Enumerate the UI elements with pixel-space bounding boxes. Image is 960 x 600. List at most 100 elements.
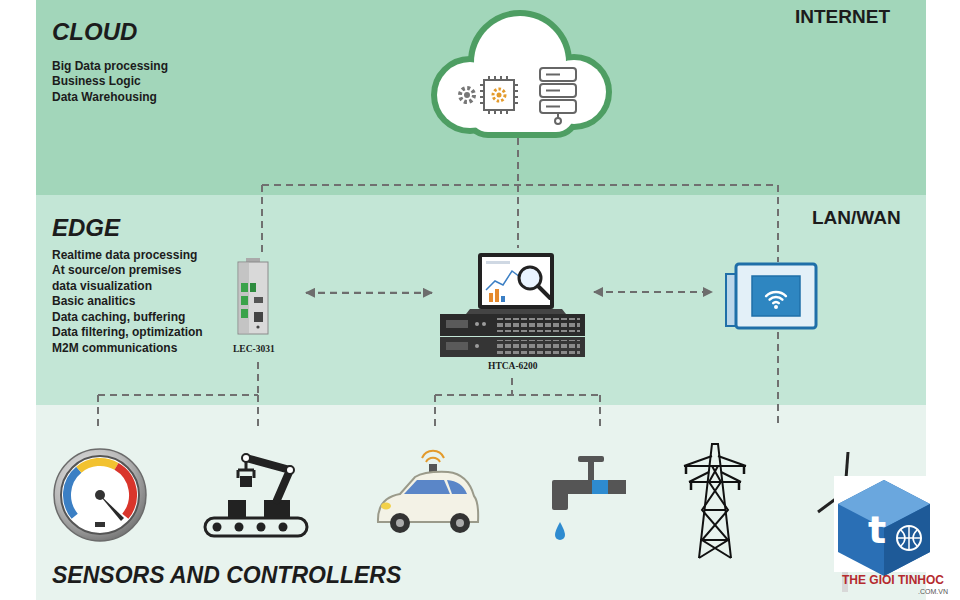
link-arrow: [594, 291, 712, 293]
robot-arm: [205, 454, 307, 536]
faucet-stem: [588, 460, 594, 480]
rack-unit: [440, 337, 585, 357]
car-wheel: [456, 519, 464, 527]
cloud-icon: [437, 16, 606, 132]
power-tower: [684, 444, 746, 558]
edge-band: EDGERealtime data processingAt source/on…: [36, 195, 926, 405]
faucet-handle: [578, 456, 604, 462]
gear-symbol: [497, 93, 502, 98]
laptop-base: [466, 309, 566, 314]
band-heading: EDGE: [52, 214, 252, 243]
wifi-symbol: [774, 305, 778, 309]
gear-symbol: [460, 88, 474, 102]
device-node: HTCA-6200: [438, 246, 585, 374]
wifi-panel: [726, 264, 816, 328]
car-wheel: [396, 519, 404, 527]
cloud-fill: [470, 92, 574, 132]
wind-turbine: [818, 452, 848, 592]
arm-base: [264, 500, 290, 517]
gateway-device: [238, 258, 268, 334]
device-node: LEC-3031: [226, 255, 300, 360]
logo-globe: [897, 526, 921, 550]
logo-cube-top: [838, 480, 930, 528]
port-row: [495, 318, 580, 332]
panel-back: [726, 274, 738, 326]
terminal-block: [250, 283, 256, 292]
feature-text: Data filtering, optimization: [52, 325, 232, 340]
gauge-scale: [117, 466, 134, 516]
car-sensor: [378, 451, 478, 533]
monitor-screen: [482, 257, 550, 305]
wifi-symbol: [766, 292, 786, 303]
device-label: HTCA-6200: [488, 361, 578, 372]
screen-chart: [489, 293, 493, 302]
turbine-blade: [845, 452, 848, 492]
band-heading: SENSORS AND CONTROLLERS: [52, 562, 472, 590]
server-device: [440, 253, 585, 357]
panel-screen: [752, 276, 800, 316]
arm-segment: [246, 458, 290, 500]
chip-symbol: [484, 80, 514, 110]
rack-led: [475, 344, 479, 348]
feature-text: Big Data processing: [52, 59, 252, 74]
gear-symbol: [493, 89, 505, 101]
tower-lattice: [699, 466, 731, 558]
cloud-fill: [474, 16, 566, 108]
feature-text: Data Warehousing: [52, 90, 252, 105]
din-rail-clip: [246, 258, 260, 263]
gauge-scale: [79, 462, 117, 470]
watermark-logo: [834, 476, 934, 576]
rack-detail: [446, 320, 468, 328]
car-window: [404, 480, 450, 494]
feature-text: data visualization: [52, 279, 232, 294]
terminal-block: [241, 283, 248, 292]
panel-front: [736, 264, 816, 328]
logo-globe: [897, 526, 921, 550]
server-detail: [546, 75, 560, 119]
server-symbol: [540, 84, 576, 97]
server-symbol: [540, 100, 576, 113]
sensor-wire: [435, 378, 600, 428]
server-symbol: [540, 68, 576, 81]
faucet-band: [592, 480, 608, 494]
arm-gripper: [238, 462, 254, 478]
gauge-hub: [95, 490, 105, 500]
tower-legs: [699, 444, 731, 558]
car-window: [447, 480, 467, 494]
cloud-outline: [474, 16, 566, 108]
device-led: [256, 325, 259, 328]
tower-brace: [684, 456, 746, 482]
screen-chart: [495, 289, 499, 302]
chip-pins: [480, 76, 518, 114]
band-heading: CLOUD: [52, 18, 252, 47]
conveyor-wheel: [279, 523, 288, 532]
car-wheel: [450, 513, 470, 533]
gauge-detail: [95, 522, 105, 527]
logo-cube: [838, 480, 930, 576]
device-label: LEC-3031: [233, 344, 299, 355]
cloud-fill: [542, 60, 606, 124]
sensor-wire: [98, 362, 258, 428]
conveyor-wheel: [235, 523, 244, 532]
magnifier-symbol: [538, 286, 550, 298]
conveyor-belt: [205, 518, 307, 536]
gear-symbol: [464, 92, 470, 98]
faucet-sensor: [552, 456, 626, 540]
zone-label: LAN/WAN: [812, 207, 924, 230]
rack-led: [475, 322, 479, 326]
signal-arc: [426, 458, 440, 462]
rack-detail: [446, 342, 468, 350]
car-sensor-unit: [429, 464, 437, 473]
device-case: [238, 262, 268, 334]
feature-text: Business Logic: [52, 74, 252, 89]
arm-joint: [286, 466, 294, 474]
monitor-frame: [478, 253, 554, 309]
port-row: [495, 340, 580, 354]
device-port: [254, 312, 263, 322]
feature-text: M2M communications: [52, 341, 232, 356]
gauge-sensor: [54, 449, 146, 541]
feature-text: Realtime data processing: [52, 248, 232, 263]
feature-text: Data caching, buffering: [52, 310, 232, 325]
gauge-needle: [97, 492, 124, 521]
